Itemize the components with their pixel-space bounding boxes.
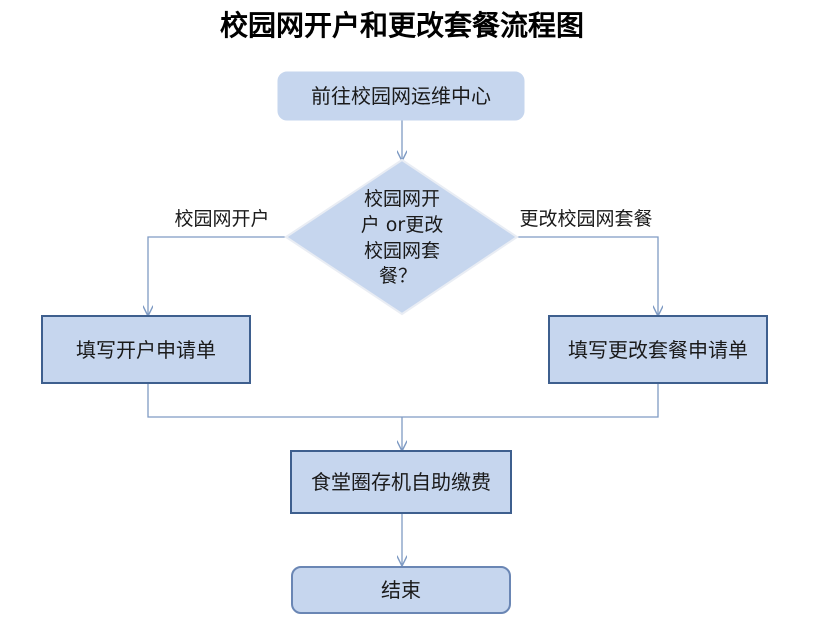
payment-node-label: 食堂圈存机自助缴费: [311, 470, 491, 494]
edge-open-form-to-merge: [147, 383, 402, 418]
decision-node-label-line4: 餐？: [379, 265, 417, 287]
edge-decision-to-open-form: [148, 236, 286, 315]
start-node: [277, 71, 525, 121]
open-form-node: [41, 315, 251, 384]
edge-decision-to-change-form: [516, 236, 658, 315]
edge-label-open-account: 校园网开户: [174, 208, 269, 230]
start-node-label: 前往校园网运维中心: [311, 84, 491, 108]
payment-node: [290, 450, 512, 514]
edge-change-form-to-merge: [402, 383, 659, 418]
connectors: [148, 120, 658, 565]
change-form-node-label: 填写更改套餐申请单: [568, 338, 748, 362]
decision-node: [284, 158, 519, 316]
decision-node-label-line3: 校园网套: [364, 240, 440, 262]
change-form-node: [548, 315, 768, 384]
end-node-label: 结束: [381, 578, 421, 602]
open-form-node-label: 填写开户申请单: [76, 338, 216, 362]
edge-label-change-package: 更改校园网套餐: [519, 208, 652, 230]
decision-node-label-line1: 校园网开: [364, 188, 440, 210]
diagram-title: 校园网开户和更改套餐流程图: [220, 9, 584, 42]
decision-node-label-line2: 户 or更改: [361, 214, 443, 236]
end-node: [291, 566, 511, 614]
